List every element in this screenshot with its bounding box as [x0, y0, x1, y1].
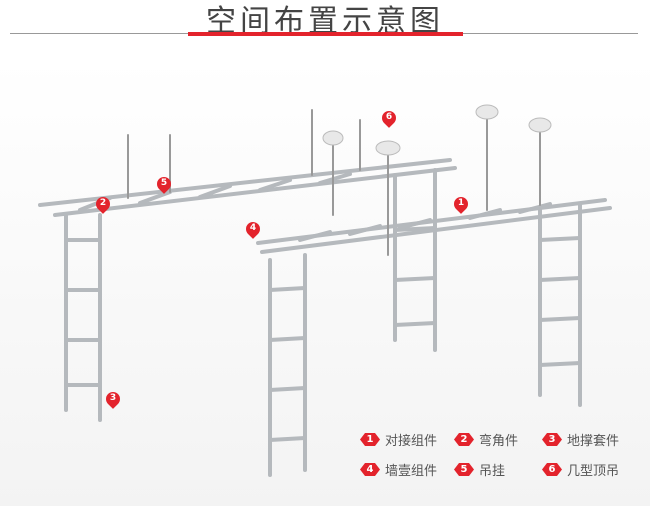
marker-1: 1: [451, 194, 471, 215]
legend-item: 4 墙壹组件: [360, 460, 437, 479]
legend-label: 几型顶吊: [567, 464, 620, 479]
legend-label: 对接组件: [385, 434, 438, 449]
legend-badge: 3: [542, 433, 562, 446]
legend-item: 3 地撑套件: [542, 430, 619, 449]
marker-number: 3: [109, 393, 117, 403]
legend-badge: 6: [542, 463, 562, 476]
legend-label: 地撑套件: [567, 434, 620, 449]
marker-number: 6: [385, 112, 393, 122]
marker-4: 4: [243, 219, 263, 240]
marker-number: 2: [99, 198, 107, 208]
legend-badge: 1: [360, 433, 380, 446]
marker-number: 4: [249, 223, 257, 233]
legend-item: 6 几型顶吊: [542, 460, 619, 479]
marker-2: 2: [93, 194, 113, 215]
marker-3: 3: [103, 389, 123, 410]
legend-item: 5 吊挂: [454, 460, 505, 479]
marker-number: 1: [457, 198, 465, 208]
title-underline-accent: [188, 32, 463, 36]
legend-item: 1 对接组件: [360, 430, 437, 449]
legend-badge: 2: [454, 433, 474, 446]
marker-6: 6: [379, 108, 399, 129]
legend-item: 2 弯角件: [454, 430, 518, 449]
legend-badge: 4: [360, 463, 380, 476]
legend-badge: 5: [454, 463, 474, 476]
marker-5: 5: [154, 174, 174, 195]
legend-label: 墙壹组件: [385, 464, 438, 479]
legend-label: 弯角件: [479, 434, 519, 449]
legend-label: 吊挂: [479, 464, 506, 479]
marker-number: 5: [160, 178, 168, 188]
